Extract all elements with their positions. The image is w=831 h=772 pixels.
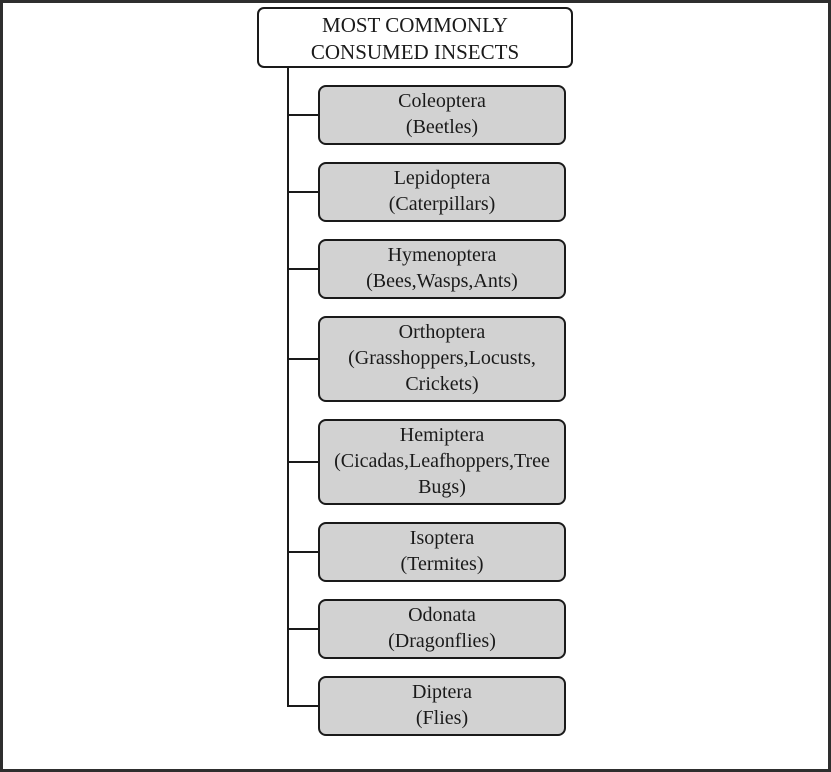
connector-branch <box>287 461 320 463</box>
connector-trunk <box>287 67 289 707</box>
order-name: Odonata <box>408 604 476 626</box>
insect-order-node-lepidoptera: Lepidoptera (Caterpillars) <box>318 162 566 222</box>
common-names: (Flies) <box>415 707 469 729</box>
order-name: Orthoptera <box>398 321 486 343</box>
root-node: MOST COMMONLY CONSUMED INSECTS <box>257 7 573 68</box>
common-names: (Dragonflies) <box>388 630 496 652</box>
insect-order-node-isoptera: Isoptera (Termites) <box>318 522 566 582</box>
connector-branch <box>287 358 320 360</box>
root-title-line-1: MOST COMMONLY <box>322 13 508 37</box>
order-name: Hymenoptera <box>387 244 497 266</box>
insect-order-node-coleoptera: Coleoptera (Beetles) <box>318 85 566 145</box>
connector-branch <box>287 628 320 630</box>
connector-branch <box>287 191 320 193</box>
insect-order-node-orthoptera: Orthoptera (Grasshoppers,Locusts, Cricke… <box>318 316 566 402</box>
order-name: Diptera <box>412 681 472 703</box>
common-names: (Cicadas,Leafhoppers,Tree Bugs) <box>334 450 550 498</box>
order-name: Isoptera <box>409 527 475 549</box>
connector-branch <box>287 551 320 553</box>
common-names: (Bees,Wasps,Ants) <box>366 270 518 292</box>
order-name: Lepidoptera <box>393 167 491 189</box>
insect-order-node-hymenoptera: Hymenoptera (Bees,Wasps,Ants) <box>318 239 566 299</box>
connector-branch <box>287 114 320 116</box>
common-names: (Beetles) <box>405 116 479 138</box>
common-names: (Grasshoppers,Locusts, Crickets) <box>348 347 536 395</box>
order-name: Hemiptera <box>399 424 485 446</box>
insect-order-node-diptera: Diptera (Flies) <box>318 676 566 736</box>
root-title-line-2: CONSUMED INSECTS <box>310 40 520 64</box>
insect-order-node-hemiptera: Hemiptera (Cicadas,Leafhoppers,Tree Bugs… <box>318 419 566 505</box>
order-name: Coleoptera <box>398 90 486 112</box>
insect-order-list: Coleoptera (Beetles) Lepidoptera (Caterp… <box>318 85 566 736</box>
common-names: (Caterpillars) <box>388 193 496 215</box>
insect-order-node-odonata: Odonata (Dragonflies) <box>318 599 566 659</box>
common-names: (Termites) <box>400 553 484 575</box>
connector-branch <box>287 268 320 270</box>
connector-branch <box>287 705 320 707</box>
